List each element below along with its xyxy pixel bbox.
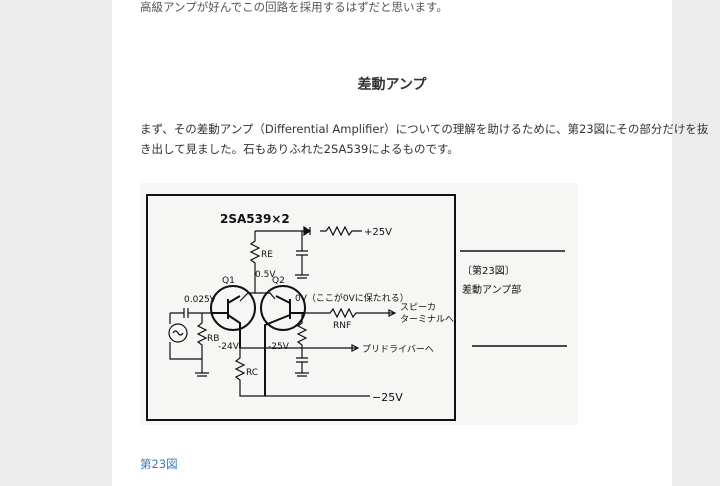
svg-text:+25V: +25V	[364, 227, 392, 238]
svg-text:Q2: Q2	[272, 276, 285, 286]
svg-text:差動アンプ部: 差動アンプ部	[462, 283, 521, 296]
svg-text:スピーカ: スピーカ	[400, 302, 436, 313]
svg-text:RC: RC	[246, 368, 258, 378]
svg-text:0.5V: 0.5V	[255, 270, 276, 280]
paragraph-previous: 高級アンプが好んでこの回路を採用するはずだと思います。	[140, 0, 448, 14]
svg-text:RE: RE	[261, 250, 273, 260]
svg-text:〔第23図〕: 〔第23図〕	[462, 264, 515, 277]
svg-text:RB: RB	[207, 334, 219, 344]
svg-text:RNF: RNF	[333, 321, 351, 331]
section-heading: 差動アンプ	[357, 77, 427, 93]
paragraph-line: まず、その差動アンプ（Differential Amplifier）についての理…	[140, 122, 709, 136]
svg-text:0V（ここが0Vに保たれる）: 0V（ここが0Vに保たれる）	[295, 292, 409, 304]
svg-text:ターミナルへ: ターミナルへ	[400, 314, 454, 325]
svg-text:Q1: Q1	[222, 276, 235, 286]
svg-text:−25V: −25V	[372, 391, 403, 404]
paragraph-line: き出して見ました。石もありふれた2SA539によるものです。	[140, 142, 459, 156]
svg-text:プリドライバーへ: プリドライバーへ	[362, 344, 434, 355]
svg-text:-25V: -25V	[268, 342, 290, 352]
transistor-label: 2SA539×2	[220, 212, 290, 226]
svg-text:-24V: -24V	[218, 342, 240, 352]
circuit-diagram-image: 2SA539×2 +25V RE 0.5V Q1 Q2 0.025V RB -2…	[140, 183, 578, 425]
figure-caption-link[interactable]: 第23図	[140, 457, 178, 471]
svg-text:0.025V: 0.025V	[184, 295, 217, 305]
